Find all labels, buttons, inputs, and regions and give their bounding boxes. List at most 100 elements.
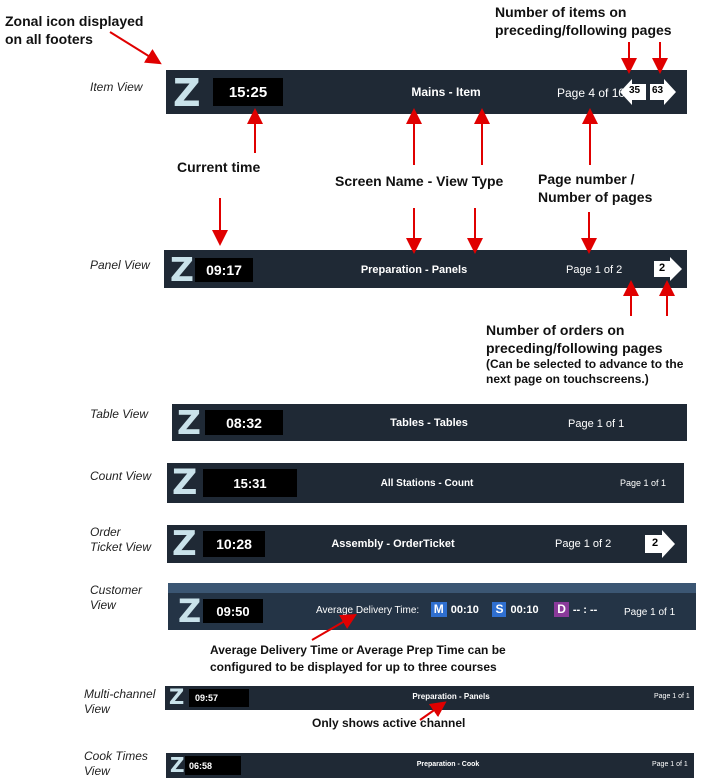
course-d: D-- : -- (554, 602, 598, 617)
label-table-view: Table View (90, 407, 149, 421)
annotation-orders-count: Number of orders on preceding/following … (486, 321, 663, 357)
annotation-line: next page on touchscreens.) (486, 372, 649, 386)
zonal-logo-icon: Z (170, 753, 185, 777)
annotation-line: Number of items on (495, 4, 627, 20)
annotation-line: Number of orders on (486, 322, 625, 338)
next-page-button[interactable]: 2 (645, 530, 675, 558)
label-count-view: Count View (90, 469, 152, 483)
screen-title: Preparation - Panels (412, 692, 490, 701)
annotation-line: Page number / (538, 171, 635, 187)
next-count: 63 (652, 85, 664, 96)
annotation-orders-note: (Can be selected to advance to the next … (486, 357, 683, 387)
zonal-logo-icon: Z (170, 250, 194, 289)
zonal-logo-icon: Z (178, 592, 202, 630)
current-time: 09:57 (189, 689, 249, 707)
current-time: 08:32 (205, 410, 283, 435)
page-indicator: Page 1 of 1 (568, 418, 625, 430)
annotation-line: Zonal icon displayed (5, 13, 144, 29)
header-strip (168, 583, 696, 593)
next-count: 2 (652, 537, 659, 549)
label-order-ticket-view: Order Ticket View (90, 525, 151, 555)
annotation-line: preceding/following pages (495, 22, 672, 38)
arrow-right-icon (645, 530, 675, 558)
annotation-line: on all footers (5, 31, 93, 47)
page-indicator: Page 1 of 1 (654, 693, 690, 700)
arrow-right-icon (654, 257, 682, 281)
label-multichannel-view: Multi-channel View (84, 687, 155, 717)
current-time: 10:28 (203, 531, 265, 557)
screen-title: Assembly - OrderTicket (331, 538, 455, 550)
annotation-current-time: Current time (177, 159, 261, 175)
current-time: 15:31 (203, 469, 297, 497)
current-time: 15:25 (213, 78, 283, 106)
label-line: View (84, 702, 110, 716)
next-page-button[interactable]: 63 (650, 79, 676, 105)
label-line: View (84, 764, 110, 778)
current-time: 09:50 (203, 599, 263, 623)
label-panel-view: Panel View (90, 258, 150, 272)
page-indicator: Page 1 of 1 (620, 478, 667, 488)
course-badge: S (492, 602, 507, 617)
course-badge: M (430, 602, 447, 617)
page-indicator: Page 1 of 1 (652, 761, 688, 768)
annotation-line: Average Delivery Time or Average Prep Ti… (210, 643, 506, 657)
page-indicator: Page 1 of 2 (566, 264, 623, 276)
annotation-page-number: Page number / Number of pages (538, 170, 652, 206)
footer-panel-view: Z 09:17 Preparation - Panels Page 1 of 2… (164, 250, 687, 288)
arrow-left-icon (620, 79, 646, 105)
label-line: Cook Times (84, 749, 148, 763)
annotation-items-count: Number of items on preceding/following p… (495, 3, 672, 39)
annotation-line: Number of pages (538, 189, 653, 205)
screen-title: Tables - Tables (390, 417, 468, 429)
zonal-logo-icon: Z (172, 463, 198, 503)
label-line: Ticket View (90, 540, 152, 554)
next-count: 2 (659, 262, 666, 274)
page-indicator: Page 4 of 10 (557, 86, 626, 100)
footer-count-view: Z 15:31 All Stations - Count Page 1 of 1 (167, 463, 684, 503)
next-page-button[interactable]: 2 (654, 257, 682, 281)
screen-title: All Stations - Count (380, 478, 474, 489)
label-customer-view: Customer View (90, 583, 142, 613)
zonal-logo-icon: Z (169, 685, 185, 709)
label-line: Customer (90, 583, 143, 597)
page-indicator: Page 1 of 1 (624, 607, 676, 618)
zonal-logo-icon: Z (173, 71, 201, 115)
annotation-line: (Can be selected to advance to the (486, 357, 684, 371)
course-time: 00:10 (450, 604, 479, 616)
annotation-line: configured to be displayed for up to thr… (210, 660, 497, 674)
current-time: 09:17 (195, 258, 253, 282)
arrow-right-icon (650, 79, 676, 105)
label-line: Multi-channel (84, 687, 156, 701)
page-indicator: Page 1 of 2 (555, 538, 612, 550)
screen-title: Mains - Item (411, 85, 481, 99)
annotation-zonal-icon: Zonal icon displayed on all footers (5, 12, 143, 48)
course-time: -- : -- (572, 604, 598, 616)
zonal-logo-icon: Z (172, 524, 197, 564)
footer-table-view: Z 08:32 Tables - Tables Page 1 of 1 (172, 404, 687, 441)
annotation-active-channel: Only shows active channel (312, 716, 466, 730)
label-cook-times-view: Cook Times View (84, 749, 148, 779)
label-line: View (90, 598, 116, 612)
screen-title: Preparation - Panels (360, 264, 468, 276)
label-line: Order (90, 525, 121, 539)
course-time: 00:10 (510, 604, 539, 616)
footer-multichannel-view: Z 09:57 Preparation - Panels Page 1 of 1 (165, 686, 694, 710)
annotation-line: preceding/following pages (486, 340, 663, 356)
footer-item-view: Z 15:25 Mains - Item Page 4 of 10 35 63 (166, 70, 687, 114)
annotation-average-delivery: Average Delivery Time or Average Prep Ti… (210, 642, 506, 676)
screen-title: Preparation - Cook (416, 761, 480, 768)
prev-count: 35 (629, 85, 641, 96)
label-item-view: Item View (90, 80, 143, 94)
average-delivery-label: Average Delivery Time: (316, 605, 420, 616)
annotation-screen-name: Screen Name - View Type (335, 173, 504, 189)
zonal-logo-icon: Z (177, 403, 201, 442)
current-time: 06:58 (185, 756, 241, 775)
footer-order-ticket-view: Z 10:28 Assembly - OrderTicket Page 1 of… (167, 525, 687, 563)
footer-cook-times-view: Z 06:58 Preparation - Cook Page 1 of 1 (166, 753, 694, 778)
course-badge: D (554, 602, 569, 617)
prev-page-button[interactable]: 35 (620, 79, 646, 105)
